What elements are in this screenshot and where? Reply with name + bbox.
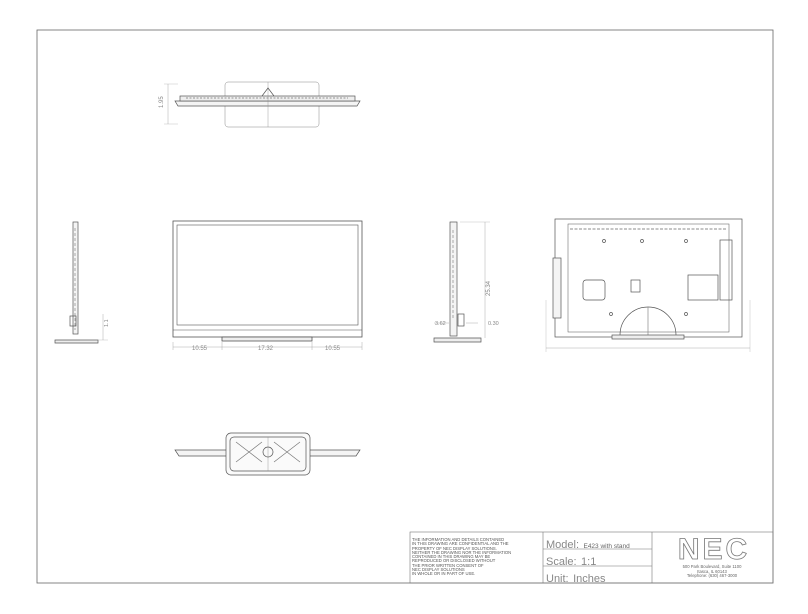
- left-side-view: [54, 221, 108, 344]
- dim-front-right: 10.55: [325, 346, 341, 352]
- company-address: 500 Park Boulevard, Suite 1100 Itasca, I…: [682, 564, 742, 579]
- front-view: [172, 220, 363, 350]
- scale-value: 1:1: [581, 556, 597, 568]
- scale-label: Scale:: [546, 556, 577, 568]
- model-label: Model:: [546, 539, 580, 551]
- dim-side-left-depth: 3.62: [435, 321, 446, 327]
- model-value: E423 with stand: [583, 543, 630, 550]
- nec-logo: NEC: [677, 533, 751, 567]
- disclaimer-text: THE INFORMATION AND DETAILS CONTAINED IN…: [412, 538, 512, 577]
- unit-label: Unit:: [546, 573, 569, 585]
- unit-field: Unit: Inches: [546, 569, 606, 587]
- dim-front-left: 10.55: [192, 346, 208, 352]
- top-view: [164, 81, 361, 128]
- right-side-view: [433, 221, 490, 343]
- dim-front-center: 17.32: [258, 346, 274, 352]
- rear-view: [545, 218, 751, 352]
- dim-side-right-depth: 0.30: [488, 321, 499, 327]
- unit-value: Inches: [573, 573, 606, 585]
- title-block: [409, 531, 774, 584]
- dim-top-height: 1.95: [159, 96, 165, 108]
- model-field: Model: E423 with stand: [546, 535, 630, 553]
- sheet-border: [36, 29, 774, 584]
- bottom-view: [174, 432, 361, 476]
- dim-side-height: 25.34: [486, 280, 492, 296]
- dim-side-left-height: 1.1: [104, 319, 110, 327]
- scale-field: Scale: 1:1: [546, 552, 596, 570]
